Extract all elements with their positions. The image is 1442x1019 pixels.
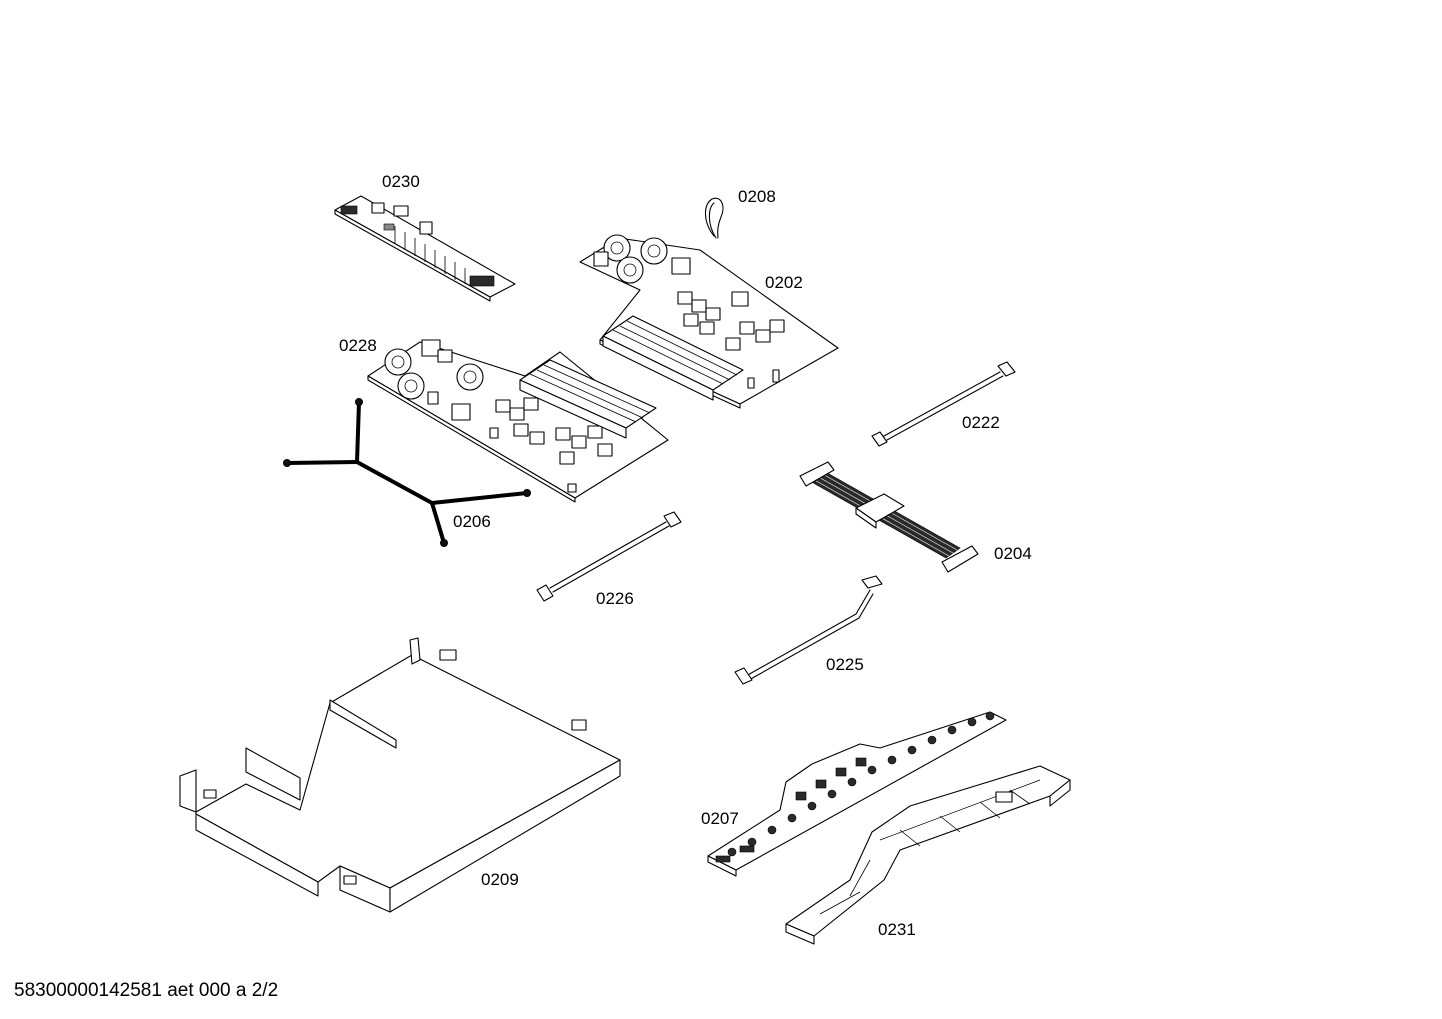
part-label-0222: 0222 bbox=[962, 413, 1000, 432]
part-label-0230: 0230 bbox=[382, 172, 420, 191]
part-label-0206: 0206 bbox=[453, 512, 491, 531]
part-label-0207: 0207 bbox=[701, 809, 739, 828]
part-0226-wire[interactable] bbox=[536, 511, 682, 602]
part-0208-clip[interactable] bbox=[704, 197, 724, 239]
part-label-0228: 0228 bbox=[339, 336, 377, 355]
part-label-0208: 0208 bbox=[738, 187, 776, 206]
part-label-0226: 0226 bbox=[596, 589, 634, 608]
part-label-0204: 0204 bbox=[994, 544, 1032, 563]
part-label-0231: 0231 bbox=[878, 920, 916, 939]
part-0206-wire-harness[interactable] bbox=[283, 398, 531, 547]
document-code: 58300000142581 aet 000 a 2/2 bbox=[14, 980, 279, 1001]
part-0231-frame[interactable] bbox=[785, 765, 1071, 945]
part-0222-wire[interactable] bbox=[871, 361, 1016, 447]
part-label-0202: 0202 bbox=[765, 273, 803, 292]
part-label-0225: 0225 bbox=[826, 655, 864, 674]
part-0204-flat-cable[interactable] bbox=[799, 461, 979, 573]
part-0228-power-board[interactable] bbox=[367, 339, 669, 503]
part-label-0209: 0209 bbox=[481, 870, 519, 889]
part-0209-tray[interactable] bbox=[179, 637, 621, 913]
part-0230-board-strip[interactable] bbox=[334, 195, 516, 302]
part-0202-power-board[interactable] bbox=[579, 234, 839, 409]
part-0225-wire[interactable] bbox=[734, 575, 883, 685]
part-0207-keypad-board[interactable] bbox=[707, 711, 1007, 877]
